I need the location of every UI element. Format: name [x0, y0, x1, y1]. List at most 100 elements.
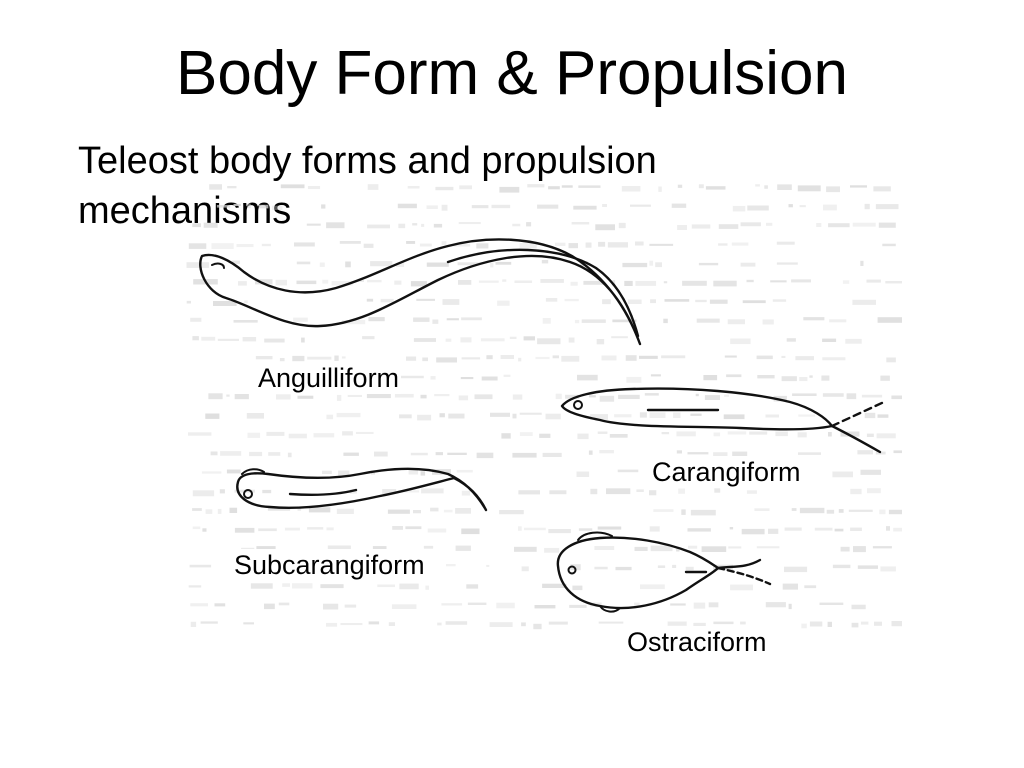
- noise-mark: [307, 186, 321, 190]
- noise-mark: [466, 584, 479, 589]
- noise-mark: [564, 298, 579, 302]
- noise-mark: [495, 261, 512, 265]
- noise-mark: [287, 452, 292, 458]
- noise-mark: [727, 319, 745, 325]
- noise-mark: [518, 357, 522, 362]
- noise-mark: [650, 545, 673, 552]
- noise-mark: [653, 509, 674, 512]
- noise-mark: [244, 300, 248, 304]
- noise-mark: [673, 412, 681, 418]
- noise-mark: [864, 203, 870, 210]
- noise-mark: [461, 357, 481, 360]
- noise-mark: [521, 566, 529, 572]
- noise-mark: [864, 412, 876, 419]
- noise-mark: [740, 262, 756, 267]
- noise-mark: [420, 394, 427, 399]
- noise-mark: [296, 280, 317, 285]
- noise-mark: [258, 528, 277, 532]
- noise-mark: [186, 262, 209, 268]
- noise-mark: [690, 413, 702, 416]
- noise-mark: [621, 186, 641, 192]
- noise-mark: [788, 204, 793, 208]
- noise-mark: [262, 489, 272, 494]
- noise-mark: [271, 205, 283, 210]
- noise-mark: [436, 357, 457, 363]
- noise-mark: [731, 242, 749, 246]
- noise-mark: [606, 488, 631, 495]
- noise-mark: [297, 507, 302, 511]
- noise-mark: [201, 471, 222, 474]
- noise-mark: [663, 281, 668, 284]
- noise-mark: [192, 526, 201, 530]
- noise-mark: [670, 603, 686, 606]
- noise-mark: [882, 243, 896, 247]
- noise-mark: [307, 356, 332, 360]
- noise-mark: [768, 528, 779, 534]
- noise-mark: [872, 546, 892, 549]
- noise-mark: [746, 279, 754, 283]
- noise-mark: [455, 508, 471, 514]
- noise-mark: [229, 507, 238, 513]
- noise-mark: [471, 205, 489, 209]
- noise-mark: [826, 186, 840, 193]
- noise-mark: [491, 204, 511, 209]
- noise-mark: [539, 433, 551, 438]
- noise-mark: [433, 223, 443, 228]
- noise-mark: [799, 205, 806, 208]
- noise-mark: [367, 279, 382, 283]
- noise-mark: [814, 527, 833, 531]
- noise-mark: [368, 621, 380, 625]
- noise-mark: [703, 375, 718, 381]
- noise-mark: [435, 186, 454, 191]
- noise-mark: [798, 414, 816, 417]
- noise-mark: [681, 509, 686, 515]
- noise-mark: [635, 241, 644, 246]
- noise-mark: [344, 604, 357, 608]
- noise-mark: [723, 414, 745, 420]
- noise-mark: [799, 507, 825, 514]
- noise-mark: [893, 527, 902, 532]
- noise-mark: [233, 203, 241, 206]
- noise-mark: [732, 451, 748, 458]
- noise-mark: [541, 260, 549, 264]
- noise-mark: [458, 222, 481, 225]
- noise-mark: [577, 433, 589, 440]
- noise-mark: [264, 603, 275, 610]
- noise-mark: [331, 281, 353, 286]
- noise-mark: [850, 488, 862, 495]
- noise-mark: [765, 414, 779, 418]
- noise-mark: [189, 564, 212, 568]
- noise-mark: [460, 377, 474, 380]
- noise-mark: [188, 585, 202, 588]
- noise-mark: [190, 621, 197, 627]
- noise-mark: [421, 488, 444, 494]
- noise-mark: [677, 225, 687, 230]
- slide-title: Body Form & Propulsion: [176, 39, 848, 108]
- noise-mark: [377, 584, 395, 588]
- noise-mark: [574, 319, 580, 324]
- noise-mark: [503, 374, 511, 377]
- noise-mark: [614, 414, 632, 418]
- noise-mark: [275, 279, 287, 286]
- noise-mark: [399, 414, 412, 419]
- noise-mark: [801, 623, 807, 629]
- noise-mark: [816, 223, 822, 227]
- noise-mark: [307, 527, 324, 530]
- noise-mark: [730, 584, 753, 591]
- noise-mark: [267, 507, 291, 511]
- noise-mark: [676, 431, 696, 437]
- noise-mark: [501, 433, 511, 439]
- noise-mark: [407, 186, 420, 189]
- noise-mark: [672, 564, 677, 568]
- noise-mark: [363, 243, 374, 248]
- noise-mark: [775, 431, 788, 437]
- noise-mark: [326, 222, 345, 229]
- noise-mark: [367, 224, 390, 229]
- noise-mark: [667, 621, 687, 626]
- noise-mark: [236, 244, 254, 248]
- noise-mark: [627, 299, 642, 304]
- noise-mark: [523, 336, 535, 341]
- noise-mark: [867, 488, 881, 494]
- noise-mark: [413, 510, 421, 514]
- noise-mark: [729, 527, 734, 530]
